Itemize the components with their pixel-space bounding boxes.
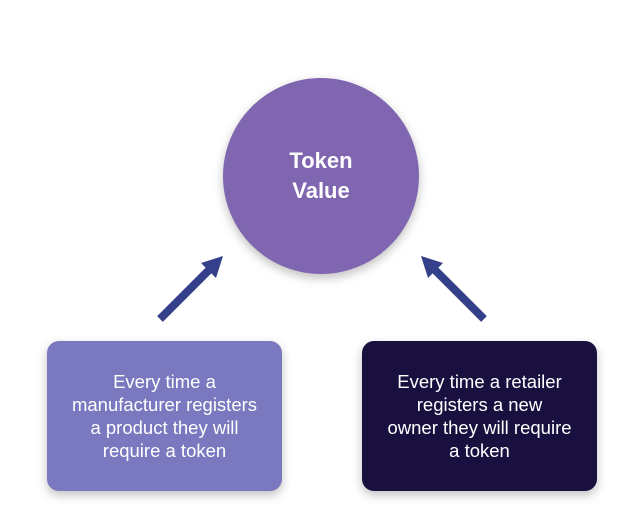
left-arrow-shaft [157, 265, 214, 322]
token-value-circle: Token Value [223, 78, 419, 274]
token-value-label: Token Value [289, 146, 352, 206]
left-arrow-head [201, 256, 223, 278]
retailer-box: Every time a retailer registers a new ow… [362, 341, 597, 491]
left-arrow [157, 256, 223, 322]
retailer-box-text: Every time a retailer registers a new ow… [387, 371, 572, 461]
right-arrow-head [421, 256, 443, 278]
right-arrow-shaft [430, 265, 487, 322]
token-value-line2: Value [292, 178, 350, 203]
manufacturer-box: Every time a manufacturer registers a pr… [47, 341, 282, 491]
token-value-line1: Token [289, 148, 353, 173]
right-arrow [421, 256, 487, 322]
manufacturer-box-text: Every time a manufacturer registers a pr… [71, 371, 258, 461]
